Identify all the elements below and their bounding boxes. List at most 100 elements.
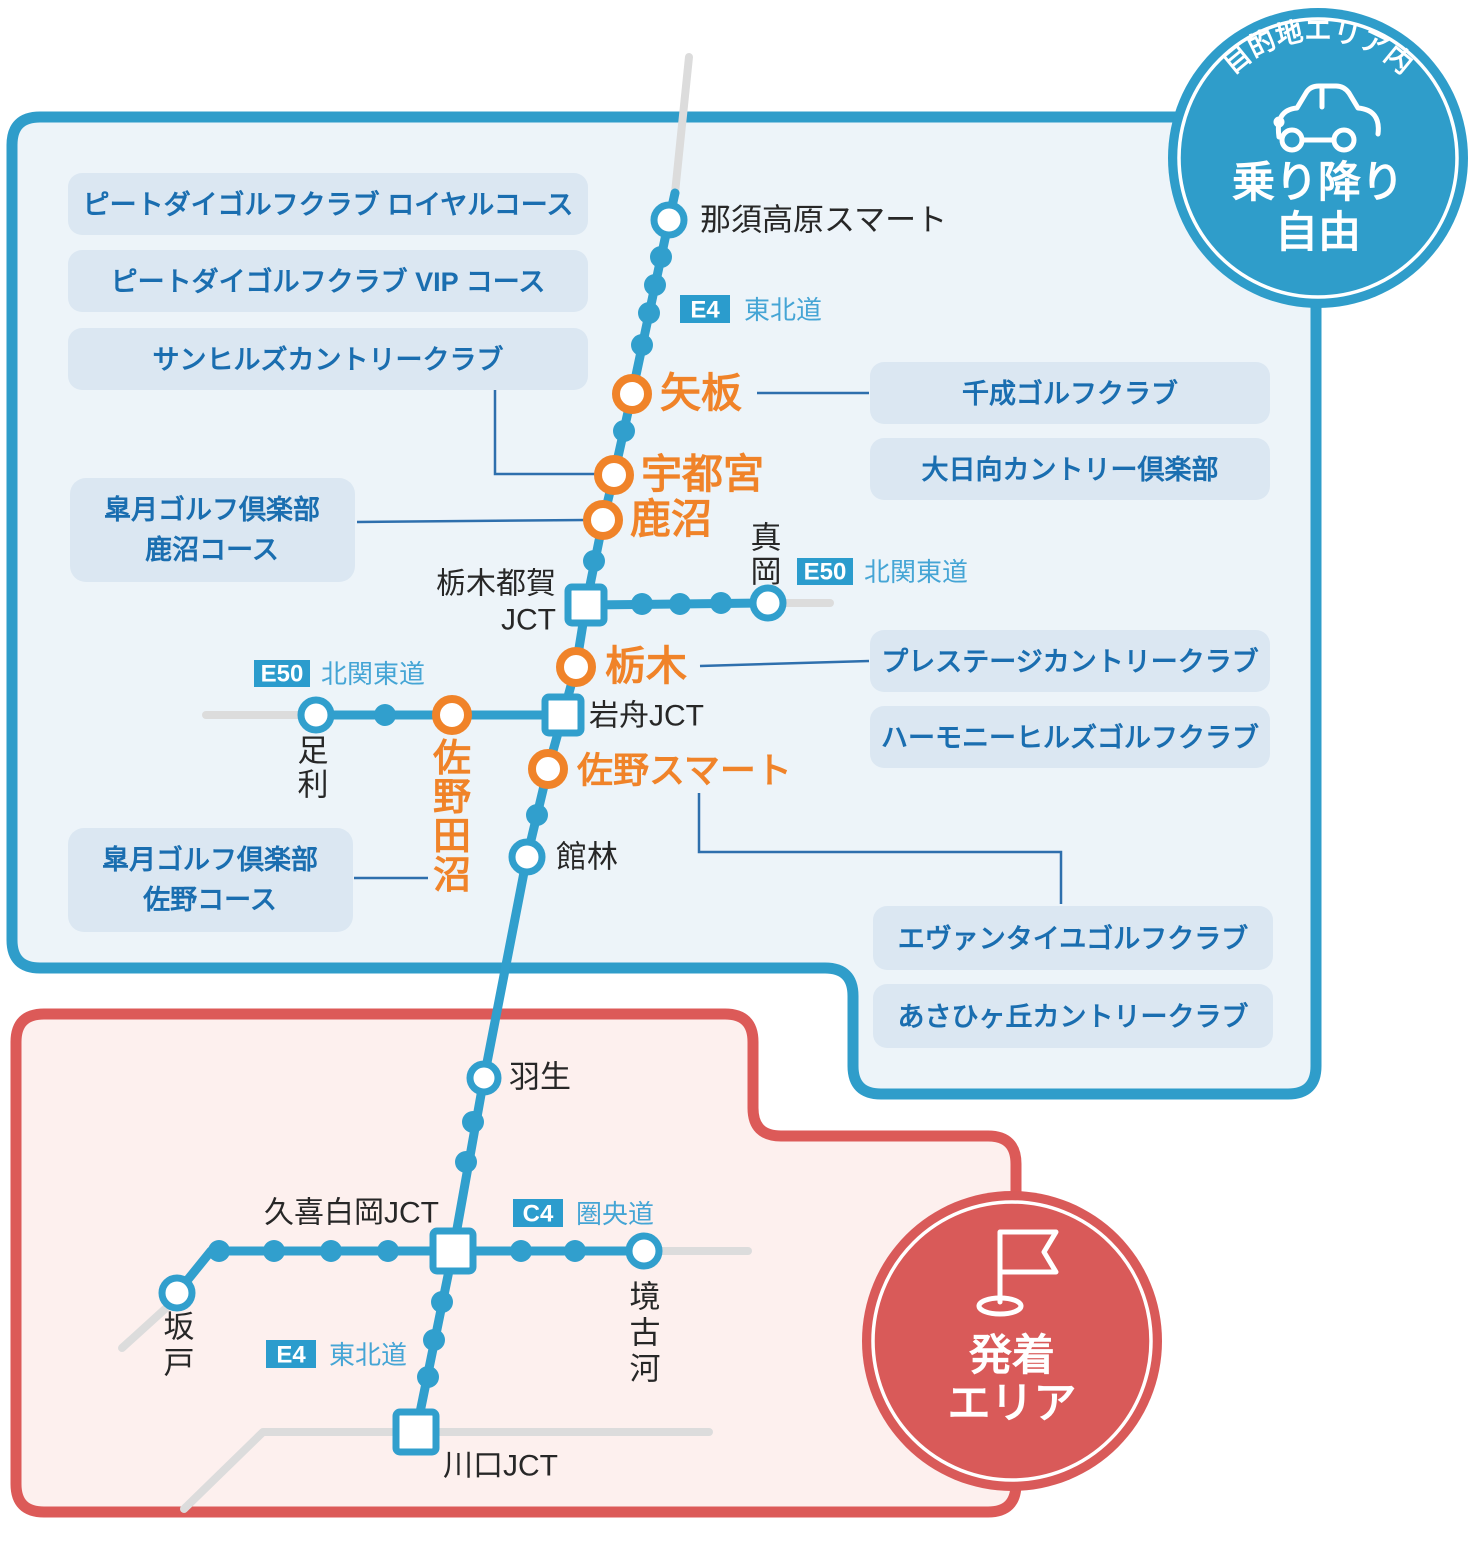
station-utsunomiya-marker [594, 455, 634, 495]
svg-text:皐月ゴルフ倶楽部: 皐月ゴルフ倶楽部 [104, 494, 320, 525]
road-name: 北関東道 [864, 557, 968, 587]
svg-text:JCT: JCT [501, 604, 556, 637]
station-sakado-label: 坂 戸 [164, 1310, 195, 1381]
station-tatebayashi-label: 館林 [556, 840, 618, 875]
svg-text:境: 境 [630, 1280, 661, 1315]
station-hanyu-marker [466, 1060, 502, 1096]
svg-text:エヴァンタイユゴルフクラブ: エヴァンタイユゴルフクラブ [898, 923, 1248, 954]
junction-tochigitsuga-label: 栃木都賀 JCT [436, 568, 556, 637]
golf-box-sunhills: サンヒルズカントリークラブ [68, 328, 588, 390]
station-tatebayashi-marker [508, 838, 546, 876]
svg-text:田: 田 [433, 816, 471, 858]
junction-kawaguchi-marker [392, 1408, 440, 1456]
road-name: 北関東道 [321, 659, 425, 689]
station-tochigi-label: 栃木 [605, 643, 687, 689]
gray-line-kawaguchi [180, 1428, 713, 1513]
junction-iwafune-marker [541, 693, 585, 737]
svg-text:真: 真 [751, 521, 782, 556]
connector-sanosmart-eventail [697, 793, 1063, 904]
golf-box-eventail: エヴァンタイユゴルフクラブ [873, 906, 1273, 970]
road-badge-e4-top: E4 東北道 [680, 295, 822, 325]
golf-box-prestige: プレステージカントリークラブ [870, 630, 1270, 692]
svg-text:坂: 坂 [164, 1310, 195, 1345]
svg-text:岡: 岡 [751, 555, 782, 590]
svg-text:千成ゴルフクラブ: 千成ゴルフクラブ [962, 378, 1178, 409]
junction-tochigitsuga-marker [564, 583, 608, 627]
road-code: E50 [261, 661, 304, 688]
svg-text:ピートダイゴルフクラブ VIP コース: ピートダイゴルフクラブ VIP コース [111, 266, 546, 297]
svg-text:プレステージカントリークラブ: プレステージカントリークラブ [881, 646, 1258, 677]
road-badge-e50-left: E50 北関東道 [254, 659, 425, 689]
svg-text:足: 足 [298, 734, 329, 769]
svg-text:佐野コース: 佐野コース [142, 885, 277, 915]
gray-line-north-stub [671, 53, 693, 197]
station-ashikaga-label: 足 利 [298, 734, 329, 803]
svg-text:栃木都賀: 栃木都賀 [436, 568, 556, 601]
station-yaita-label: 矢板 [660, 370, 742, 416]
connector-tochigi-prestige [699, 659, 870, 668]
destination-badge-line2: 自由 [1275, 209, 1361, 257]
road-badge-c4: C4 圏央道 [513, 1199, 654, 1229]
station-kanuma-label: 鹿沼 [630, 496, 712, 542]
departure-badge-line1: 発着 [969, 1332, 1055, 1380]
station-sanotanuma-label: 佐 野 田 沼 [432, 738, 471, 897]
junction-kawaguchi-label: 川口JCT [443, 1450, 558, 1483]
station-nasukogen-marker [650, 201, 688, 239]
station-sanosmart-label: 佐野スマート [576, 750, 792, 791]
station-sakaikoga-marker [625, 1232, 663, 1270]
station-ashikaga-marker [297, 696, 335, 734]
station-yaita-marker [612, 374, 652, 414]
svg-text:河: 河 [630, 1352, 661, 1387]
intermediate-stop-dots [208, 246, 732, 1388]
golf-box-pete-royal: ピートダイゴルフクラブ ロイヤルコース [68, 173, 588, 235]
road-badge-e4-bottom: E4 東北道 [266, 1340, 407, 1370]
road-name: 東北道 [329, 1340, 407, 1370]
destination-badge-line1: 乗り降り [1232, 159, 1404, 207]
station-tochigi-marker [556, 647, 596, 687]
golf-box-ohinata: 大日向カントリー倶楽部 [870, 438, 1270, 500]
road-name: 圏央道 [576, 1199, 654, 1229]
svg-text:大日向カントリー倶楽部: 大日向カントリー倶楽部 [922, 454, 1219, 485]
svg-text:ピートダイゴルフクラブ ロイヤルコース: ピートダイゴルフクラブ ロイヤルコース [83, 189, 574, 220]
station-sakado-marker [158, 1274, 196, 1312]
station-hanyu-label: 羽生 [509, 1060, 571, 1095]
station-mooka-marker [749, 584, 787, 622]
svg-text:佐: 佐 [432, 738, 471, 780]
svg-text:利: 利 [298, 768, 329, 803]
golf-box-harmony: ハーモニーヒルズゴルフクラブ [870, 706, 1270, 768]
car-icon [1273, 83, 1381, 153]
road-name: 東北道 [744, 295, 822, 325]
junction-kukishiraoka-marker [429, 1227, 477, 1275]
destination-area-badge: 目的地エリア内 乗り降り 自由 [1168, 8, 1468, 308]
departure-zone [10, 1008, 1022, 1518]
station-kanuma-marker [583, 500, 623, 540]
departure-area-badge: 発着 エリア [862, 1191, 1162, 1491]
svg-text:戸: 戸 [164, 1346, 195, 1381]
junction-kukishiraoka-label: 久喜白岡JCT [264, 1197, 439, 1230]
road-code: E4 [690, 297, 720, 324]
golf-box-satsuki-sano: 皐月ゴルフ倶楽部 佐野コース [68, 828, 353, 932]
golf-box-asahigaoka: あさひヶ丘カントリークラブ [873, 984, 1273, 1048]
station-mooka-label: 真 岡 [751, 521, 782, 590]
svg-text:沼: 沼 [433, 855, 471, 897]
junction-iwafune-label: 岩舟JCT [589, 700, 704, 733]
station-sakaikoga-label: 境 古 河 [630, 1280, 661, 1387]
road-badge-e50-right: E50 北関東道 [797, 557, 968, 587]
golf-box-sennari: 千成ゴルフクラブ [870, 362, 1270, 424]
svg-text:サンヒルズカントリークラブ: サンヒルズカントリークラブ [153, 344, 504, 375]
golf-box-satsuki-kanuma: 皐月ゴルフ倶楽部 鹿沼コース [70, 478, 355, 582]
svg-text:野: 野 [433, 777, 471, 819]
departure-badge-line2: エリア [948, 1380, 1077, 1428]
svg-text:あさひヶ丘カントリークラブ: あさひヶ丘カントリークラブ [898, 1001, 1249, 1032]
road-code: E4 [276, 1342, 306, 1369]
road-code: E50 [804, 559, 847, 586]
golf-box-pete-vip: ピートダイゴルフクラブ VIP コース [68, 250, 588, 312]
connector-sunhills-utsunomiya [493, 390, 597, 476]
station-utsunomiya-label: 宇都宮 [641, 451, 764, 497]
svg-text:古: 古 [630, 1316, 661, 1351]
flag-icon [976, 1229, 1059, 1317]
station-sanotanuma-marker [432, 695, 472, 735]
station-sanosmart-marker [528, 749, 568, 789]
